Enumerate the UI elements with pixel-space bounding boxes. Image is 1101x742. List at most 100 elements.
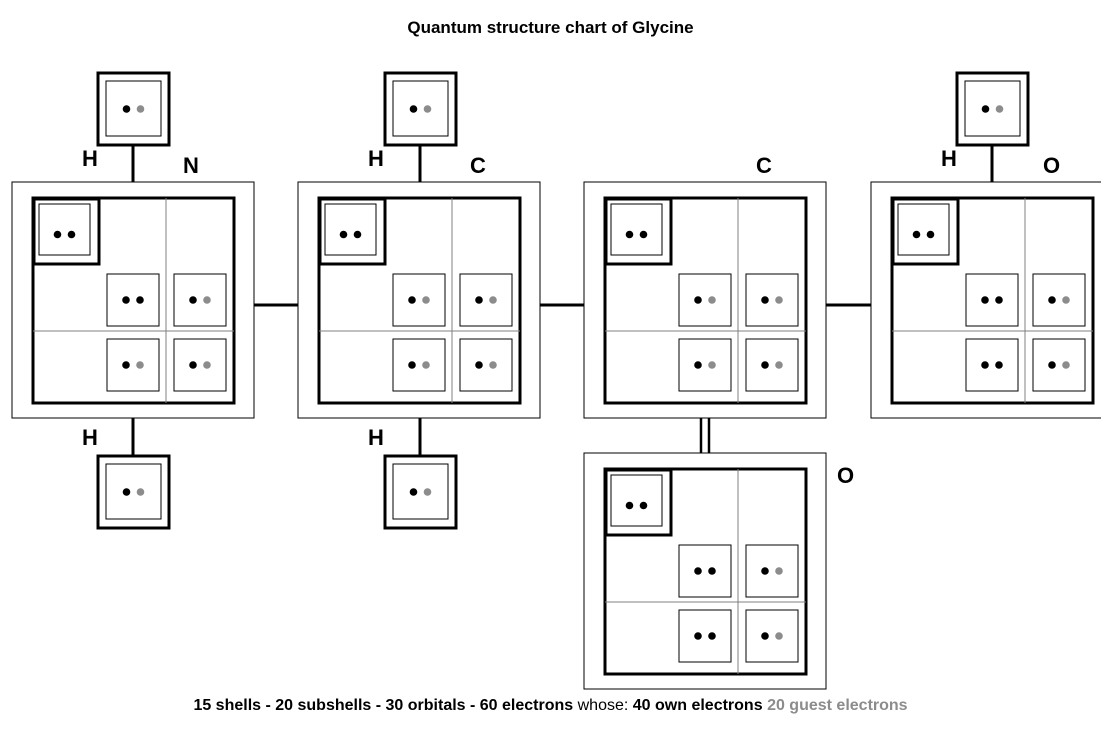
- own-electron: [761, 361, 769, 369]
- own-electron: [189, 296, 197, 304]
- hydrogen-shell-box: [383, 454, 458, 530]
- orbitals-count: 30 orbitals: [385, 697, 466, 714]
- own-electron: [475, 296, 483, 304]
- separator: -: [371, 697, 386, 714]
- inner-shell-box: [604, 468, 673, 537]
- guest-electron: [422, 296, 430, 304]
- hydrogen-label: H: [368, 425, 384, 450]
- own-electron: [708, 632, 716, 640]
- orbital-box: [106, 338, 160, 392]
- orbital-box: [392, 80, 449, 137]
- guest-electron: [775, 632, 783, 640]
- orbital-box: [678, 544, 732, 598]
- atom-label: O: [1043, 153, 1060, 178]
- own-electron: [625, 230, 634, 239]
- own-electron: [926, 230, 935, 239]
- own-electrons-count: 40 own electrons: [632, 697, 763, 714]
- own-electron: [409, 105, 418, 113]
- orbital-box: [173, 273, 227, 327]
- own-electron: [981, 296, 989, 304]
- own-electron: [639, 501, 648, 510]
- orbital-box: [964, 80, 1021, 137]
- chart-title: Quantum structure chart of Glycine: [407, 18, 694, 37]
- guest-electron: [136, 105, 145, 113]
- hydrogen-label: H: [82, 425, 98, 450]
- own-electron: [122, 105, 131, 113]
- orbital-box: [678, 609, 732, 663]
- hydrogen-label: H: [941, 146, 957, 171]
- shells-count: 15 shells: [193, 697, 262, 714]
- summary-footer: 15 shells - 20 subshells - 30 orbitals -…: [0, 697, 1101, 715]
- guest-electron: [203, 296, 211, 304]
- own-electron: [475, 361, 483, 369]
- own-electron: [912, 230, 921, 239]
- orbital-box: [173, 338, 227, 392]
- own-electron: [136, 296, 144, 304]
- guest-electron: [775, 361, 783, 369]
- inner-shell-box: [891, 197, 960, 266]
- own-electron: [995, 361, 1003, 369]
- own-electron: [761, 632, 769, 640]
- guest-electron: [775, 296, 783, 304]
- guest-electrons-count: 20 guest electrons: [767, 697, 908, 714]
- atom-outer-box: [583, 181, 827, 419]
- own-electron: [1048, 296, 1056, 304]
- own-electron: [981, 361, 989, 369]
- orbital-box: [610, 203, 663, 256]
- guest-electron: [708, 361, 716, 369]
- atom-outer-box: [297, 181, 541, 419]
- own-electron: [409, 488, 418, 496]
- orbital-box: [392, 273, 446, 327]
- own-electron: [995, 296, 1003, 304]
- inner-shell-box: [318, 197, 387, 266]
- orbital-box: [745, 338, 799, 392]
- orbital-box: [610, 474, 663, 527]
- own-electron: [639, 230, 648, 239]
- own-electron: [122, 488, 131, 496]
- orbital-box: [678, 273, 732, 327]
- atom-inner-box: [603, 467, 808, 676]
- atom-outer-box: [11, 181, 255, 419]
- hydrogen-shell-box: [96, 454, 171, 530]
- own-electron: [708, 567, 716, 575]
- orbital-box: [745, 544, 799, 598]
- orbital-box: [105, 463, 162, 520]
- subshells-count: 20 subshells: [275, 697, 372, 714]
- electrons-count: 60 electrons: [479, 697, 574, 714]
- orbital-box: [105, 80, 162, 137]
- orbital-box: [897, 203, 950, 256]
- orbital-box: [678, 338, 732, 392]
- own-electron: [981, 105, 990, 113]
- own-electron: [339, 230, 348, 239]
- hydrogen-shell-box: [955, 71, 1030, 147]
- atom-label: C: [756, 153, 772, 178]
- hydrogen-label: H: [368, 146, 384, 171]
- orbital-box: [324, 203, 377, 256]
- own-electron: [625, 501, 634, 510]
- separator: -: [261, 697, 276, 714]
- hydrogen-label: H: [82, 146, 98, 171]
- orbital-box: [459, 273, 513, 327]
- orbital-box: [965, 273, 1019, 327]
- guest-electron: [423, 488, 432, 496]
- own-electron: [694, 296, 702, 304]
- guest-electron: [995, 105, 1004, 113]
- own-electron: [122, 296, 130, 304]
- orbital-box: [392, 463, 449, 520]
- own-electron: [408, 296, 416, 304]
- own-electron: [761, 567, 769, 575]
- orbital-box: [392, 338, 446, 392]
- inner-shell-box: [32, 197, 101, 266]
- own-electron: [761, 296, 769, 304]
- guest-electron: [423, 105, 432, 113]
- atom-label: N: [183, 153, 199, 178]
- own-electron: [189, 361, 197, 369]
- own-electron: [694, 632, 702, 640]
- separator: -: [465, 697, 480, 714]
- guest-electron: [1062, 361, 1070, 369]
- own-electron: [53, 230, 62, 239]
- orbital-box: [745, 273, 799, 327]
- guest-electron: [203, 361, 211, 369]
- guest-electron: [136, 361, 144, 369]
- atom-inner-box: [317, 196, 522, 405]
